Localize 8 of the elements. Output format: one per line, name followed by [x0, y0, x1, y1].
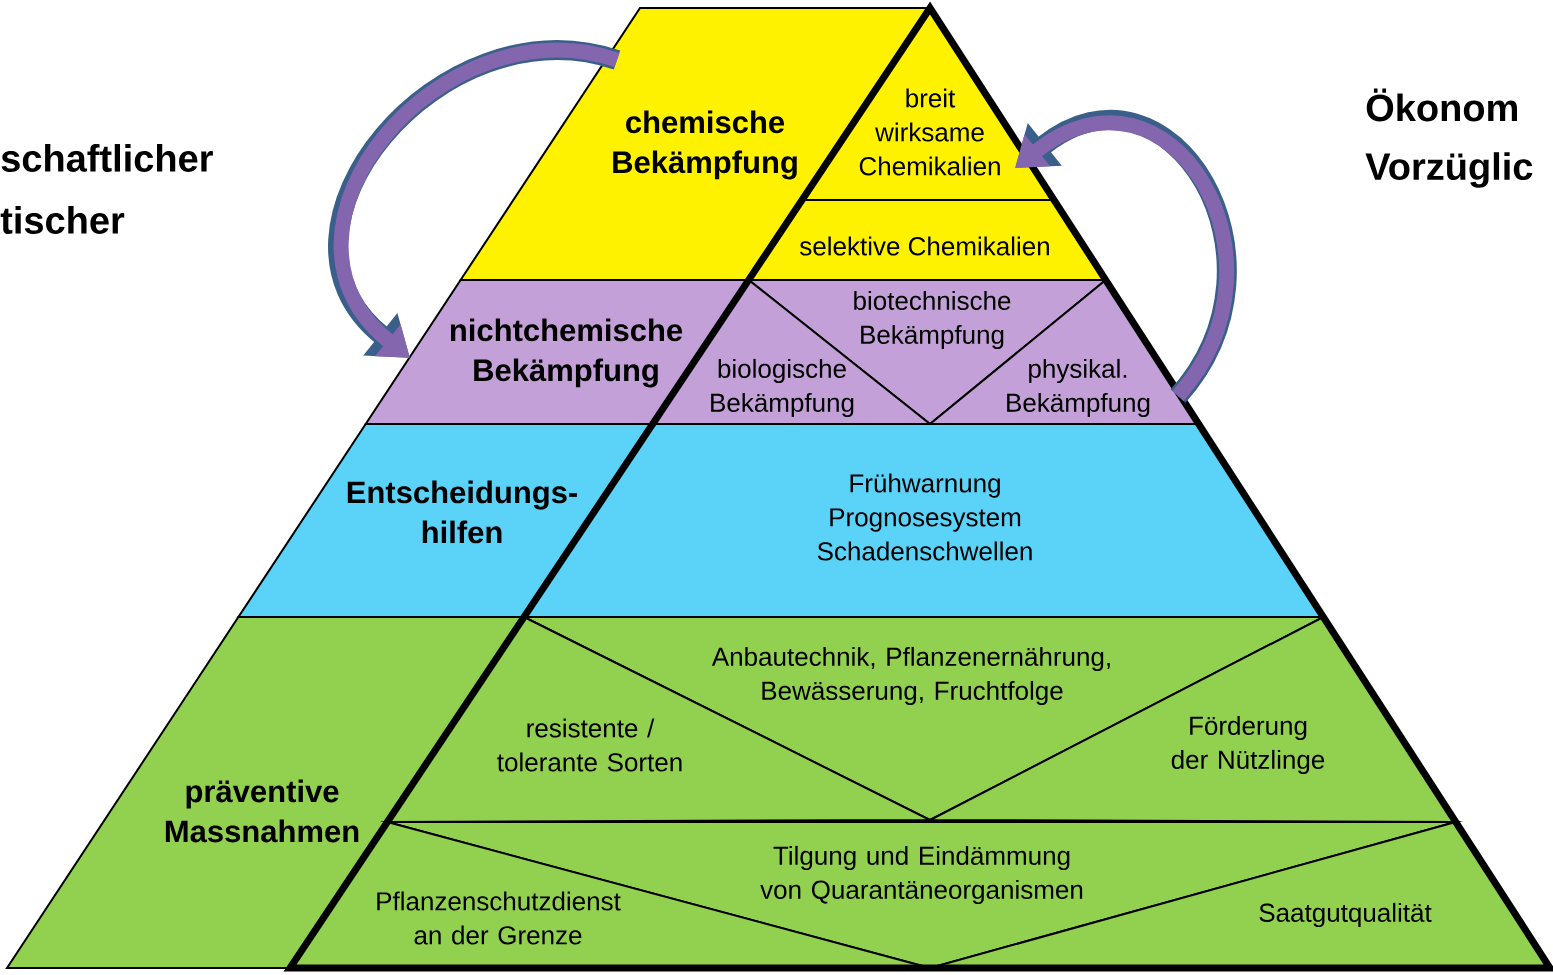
side-text: schaftlicher [1, 144, 213, 172]
node-label: Saatgutqualität [1259, 902, 1432, 928]
node-label: präventive Massnahmen [165, 779, 359, 843]
curved-arrow [328, 40, 620, 358]
side-text: Vorzüglic [1365, 152, 1533, 188]
node-label: Tilgung und Eindämmung von Quarantäneorganismen [760, 845, 1083, 905]
side-text: Ökonom [1366, 88, 1517, 122]
side-text: tischer [0, 206, 125, 234]
